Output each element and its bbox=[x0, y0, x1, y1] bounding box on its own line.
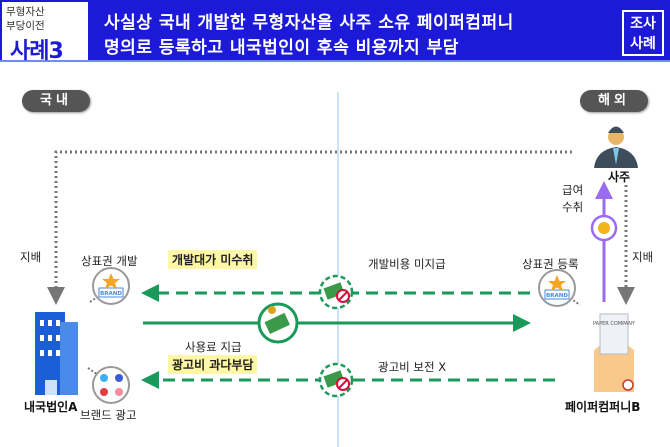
badge-line2: 사례 bbox=[630, 36, 656, 52]
brand-icon-text-dev: BRAND bbox=[100, 291, 122, 297]
case-number: 사례3 bbox=[10, 39, 64, 64]
no-payment-icon bbox=[318, 274, 354, 310]
category-line2: 부당이전 bbox=[6, 20, 45, 32]
header-banner bbox=[0, 0, 670, 62]
trademark-reg-label: 상표권 등록 bbox=[522, 257, 579, 271]
person-icon bbox=[594, 126, 638, 168]
dev-cost-unpaid-label: 개발비용 미지급 bbox=[368, 257, 446, 271]
case-label-box: 무형자산 부당이전 bbox=[2, 2, 88, 60]
category-line1: 무형자산 bbox=[6, 6, 45, 18]
trademark-dev-label: 상표권 개발 bbox=[81, 254, 138, 268]
no-ad-compensation-icon bbox=[318, 362, 354, 398]
paper-company-icon-text: PAPER COMPANY bbox=[593, 321, 636, 327]
control-line-left bbox=[47, 150, 572, 305]
brand-ad-icon bbox=[92, 366, 130, 404]
royalty-money-icon bbox=[257, 302, 299, 344]
control-label-right: 지배 bbox=[632, 250, 654, 264]
brand-icon-text-reg: BRAND bbox=[546, 293, 568, 299]
badge-line1: 조사 bbox=[630, 16, 656, 32]
overseas-pill: 해외 bbox=[580, 90, 648, 112]
investigation-case-badge: 조사 사례 bbox=[622, 10, 664, 56]
brand-ad-label: 브랜드 광고 bbox=[80, 408, 137, 422]
dev-unpaid-highlight: 개발대가 미수취 bbox=[168, 250, 258, 269]
domestic-company-label: 내국법인A bbox=[24, 400, 78, 414]
control-label-left: 지배 bbox=[20, 250, 42, 264]
trademark-dev-icon: BRAND bbox=[92, 267, 130, 305]
domestic-pill: 국내 bbox=[22, 90, 90, 112]
title-line2: 명의로 등록하고 내국법인이 후속 비용까지 부담 bbox=[104, 38, 459, 58]
salary-line2: 수취 bbox=[562, 200, 584, 214]
salary-line1: 급여 bbox=[562, 183, 584, 197]
building-icon bbox=[35, 312, 78, 395]
royalty-paid-label: 사용료 지급 bbox=[185, 340, 242, 354]
paper-company-label: 페이퍼컴퍼니B bbox=[565, 400, 641, 414]
paper-company-icon: PAPER COMPANY bbox=[593, 313, 636, 392]
title-line1: 사실상 국내 개발한 무형자산을 사주 소유 페이퍼컴퍼니 bbox=[104, 13, 514, 33]
ad-over-highlight: 광고비 과다부담 bbox=[168, 355, 258, 374]
trademark-reg-icon: BRAND bbox=[538, 269, 576, 307]
ad-no-comp-label: 광고비 보전 X bbox=[378, 360, 447, 374]
owner-label: 사주 bbox=[608, 170, 631, 184]
